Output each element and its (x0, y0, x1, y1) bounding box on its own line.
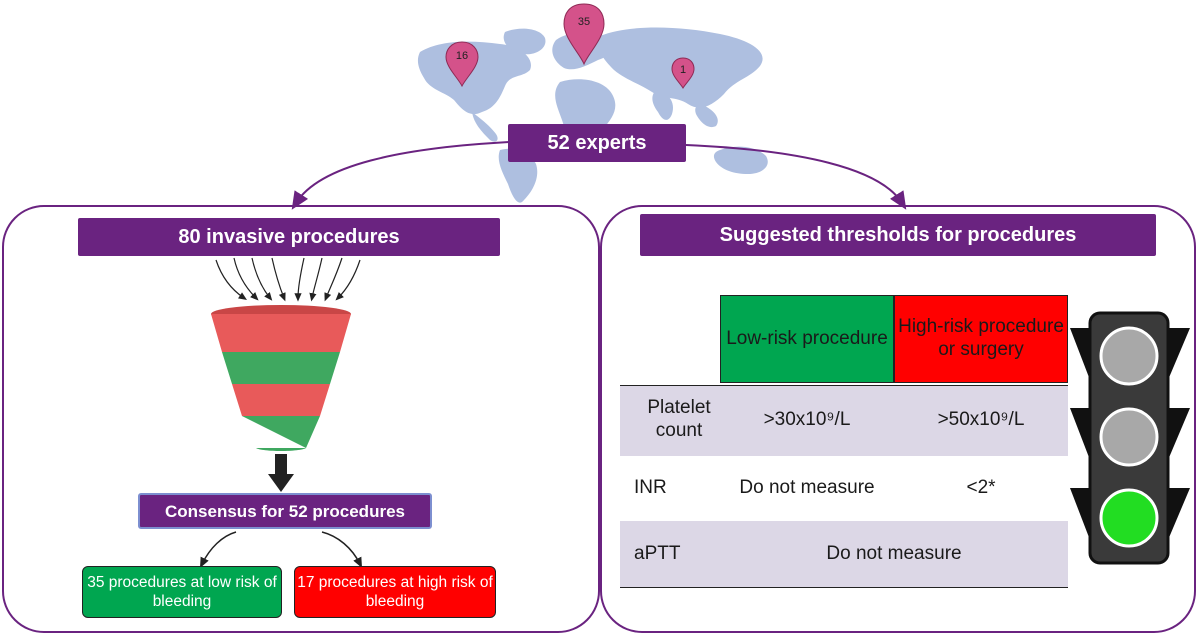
cell-inr-high: <2* (966, 476, 996, 498)
left-panel-title: 80 invasive procedures (78, 218, 500, 256)
table-row (620, 385, 1068, 456)
arrow-to-high-risk (321, 531, 363, 569)
consensus-box: Consensus for 52 procedures (138, 493, 432, 529)
row-label-inr: INR (634, 476, 667, 498)
row-label-aptt: aPTT (634, 542, 681, 564)
pin-count-europe: 35 (577, 16, 591, 28)
light-bottom (1099, 488, 1159, 548)
pin-count-asia: 1 (679, 64, 687, 76)
row-label-platelet: Platelet count (647, 397, 711, 441)
high-risk-outcome: 17 procedures at high risk of bleeding (294, 566, 496, 618)
cell-inr-low: Do not measure (739, 476, 875, 498)
map-pin-icon (445, 3, 695, 89)
arrow-to-right-panel (685, 144, 907, 210)
light-middle (1099, 407, 1159, 467)
right-panel-title: Suggested thresholds for procedures (640, 214, 1156, 256)
cell-platelet-low: >30x10⁹/L (763, 408, 851, 430)
cell-aptt-merged: Do not measure (826, 542, 962, 564)
experts-box: 52 experts (508, 124, 686, 162)
table-row (620, 521, 1068, 588)
arrow-to-low-risk (199, 531, 237, 569)
header-high-risk: High-risk procedure or surgery (894, 295, 1068, 383)
pin-count-north-america: 16 (455, 50, 469, 62)
low-risk-outcome: 35 procedures at low risk of bleeding (82, 566, 282, 618)
header-low-risk: Low-risk procedure (720, 295, 894, 383)
right-panel (600, 205, 1196, 633)
cell-platelet-high: >50x10⁹/L (937, 408, 1025, 430)
arrow-to-left-panel (291, 141, 511, 210)
light-top (1099, 326, 1159, 386)
left-panel (2, 205, 600, 633)
